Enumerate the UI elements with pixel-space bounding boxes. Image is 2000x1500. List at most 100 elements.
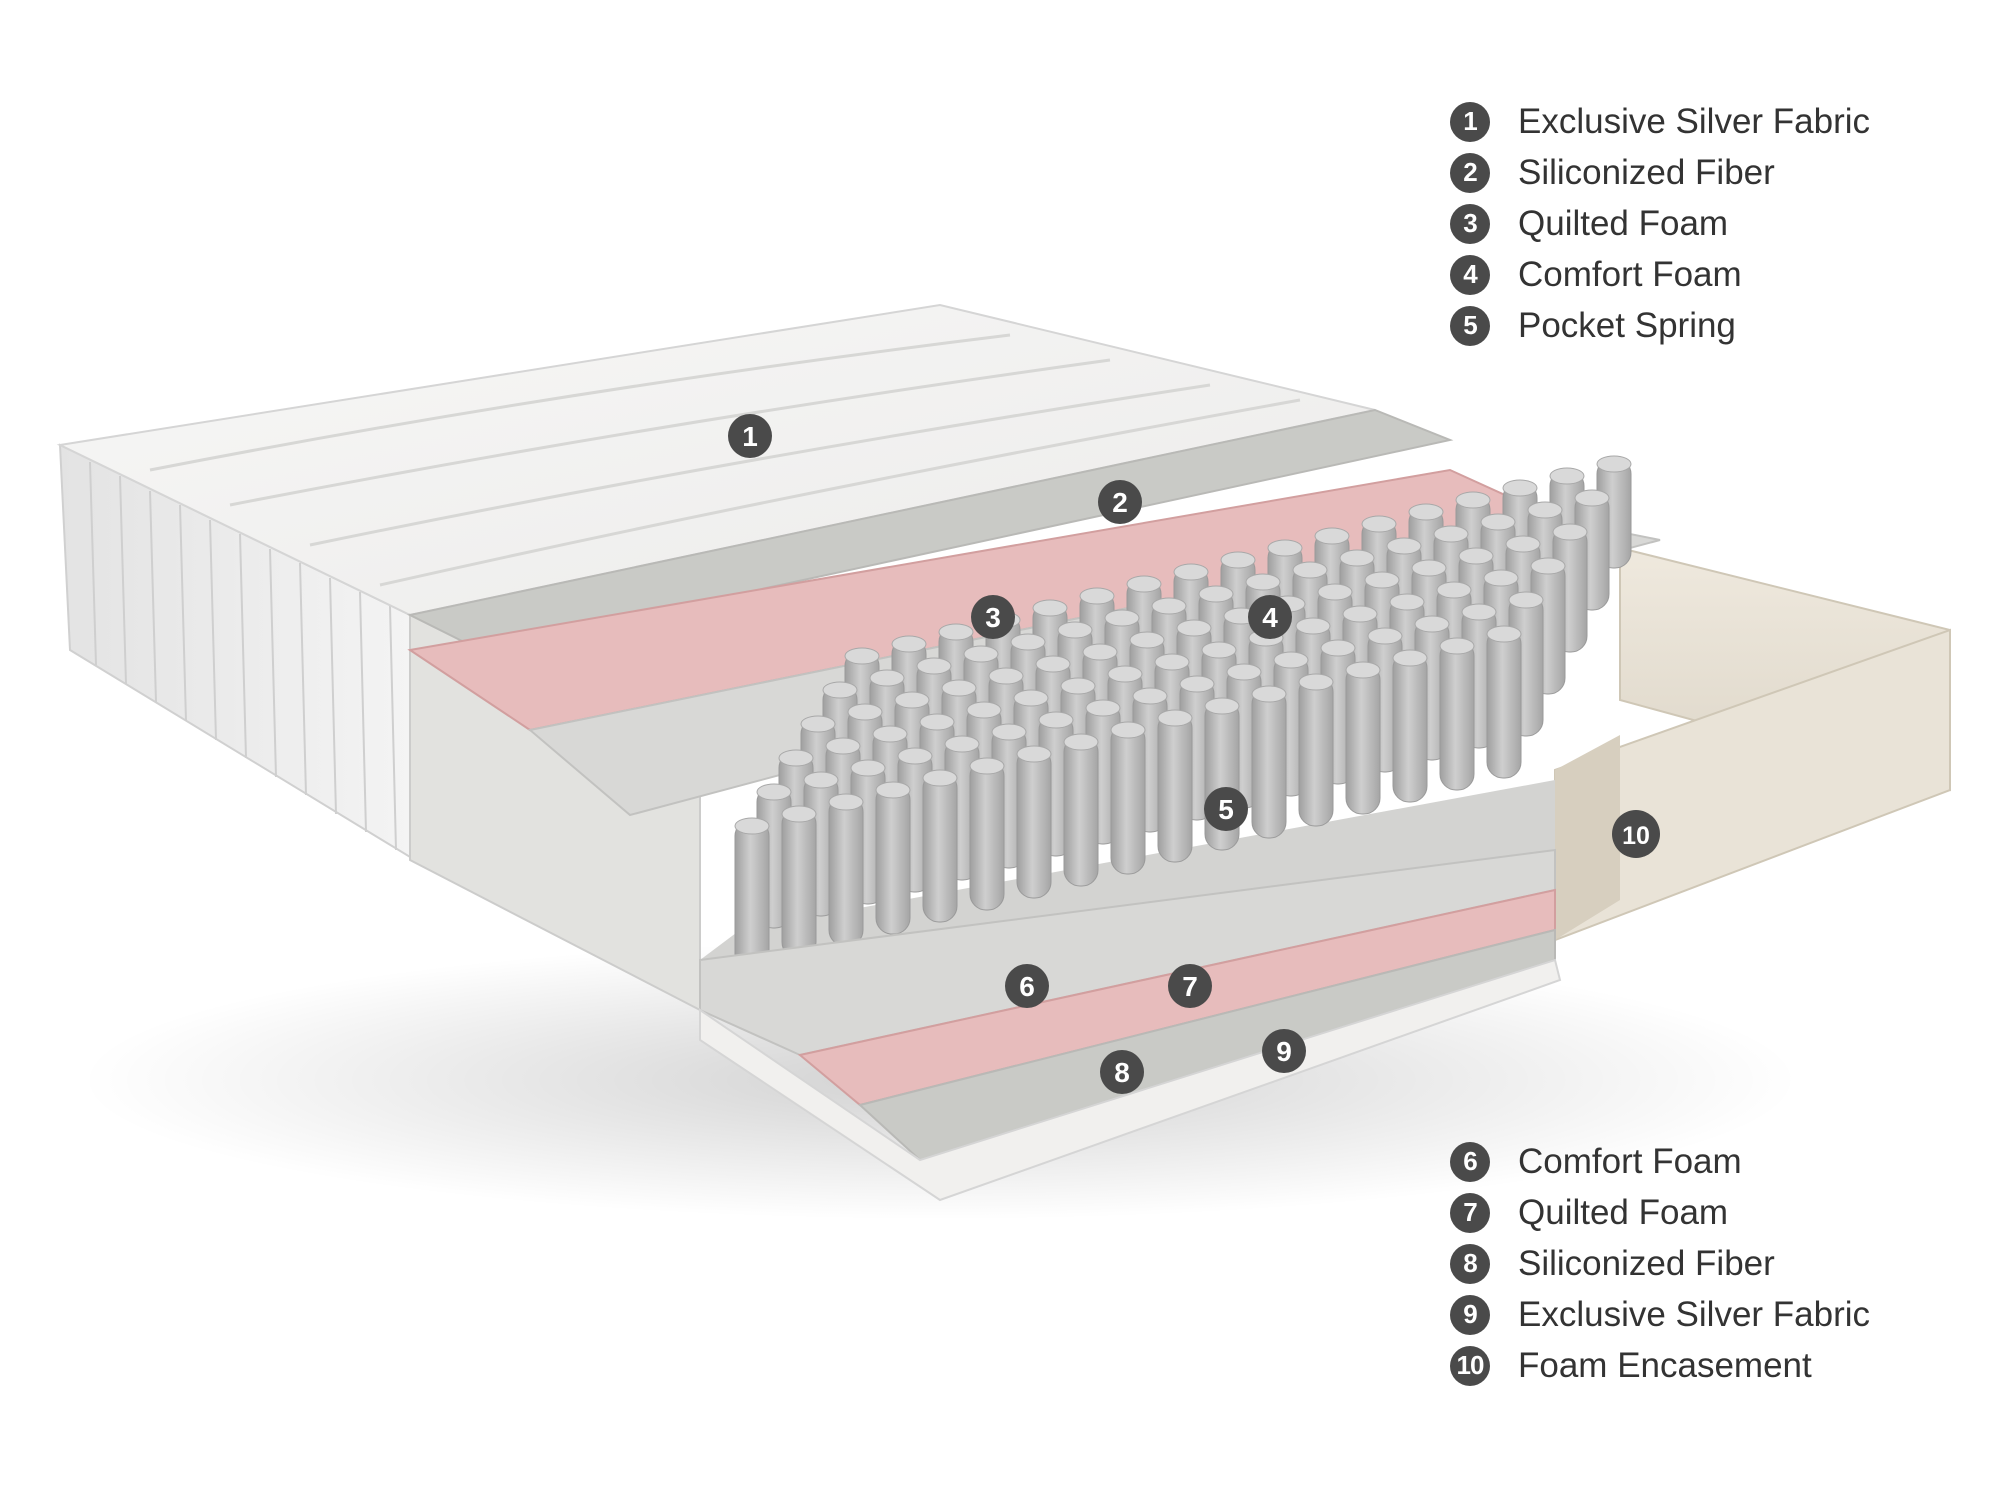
pocket-spring-cap: [1013, 689, 1049, 707]
legend-label: Exclusive Silver Fabric: [1518, 1294, 1871, 1334]
pocket-spring-cap: [1314, 527, 1350, 545]
legend-label: Quilted Foam: [1518, 203, 1729, 243]
legend-item: 8 Siliconized Fiber: [1450, 1238, 1970, 1289]
pocket-spring-cap: [1245, 573, 1281, 591]
pocket-spring-cap: [1198, 585, 1234, 603]
pocket-spring-cap: [1574, 489, 1610, 507]
svg-text:8: 8: [1114, 1057, 1130, 1088]
pocket-spring-cap: [1201, 641, 1237, 659]
pocket-spring-cap: [1527, 501, 1563, 519]
pocket-spring-cap: [1508, 591, 1544, 609]
pocket-spring-cap: [916, 657, 952, 675]
pocket-spring-cap: [1104, 609, 1140, 627]
pocket-spring-cap: [1596, 455, 1632, 473]
pocket-spring-cap: [1439, 637, 1475, 655]
pocket-spring-cap: [1295, 617, 1331, 635]
diagram-badges: 1 2 3 4 5 6 7 8 9 10: [728, 414, 1660, 1094]
pocket-spring-cap: [1154, 653, 1190, 671]
pocket-spring-coil: [781, 807, 817, 959]
legend-number-badge: 2: [1450, 152, 1490, 193]
pocket-spring-cap: [1079, 587, 1115, 605]
pocket-spring-cap: [847, 703, 883, 721]
legend-item: 9 Exclusive Silver Fabric: [1450, 1289, 1970, 1340]
mattress-side-panel: [58, 443, 417, 862]
badge-5: 5: [1204, 787, 1248, 831]
pocket-spring-cap: [897, 747, 933, 765]
pocket-spring-coil: [1251, 687, 1287, 839]
pocket-spring-cap: [875, 781, 911, 799]
badge-6: 6: [1005, 964, 1049, 1008]
legend-label: Foam Encasement: [1518, 1345, 1812, 1385]
pocket-spring-cap: [1085, 699, 1121, 717]
pocket-spring-cap: [1298, 673, 1334, 691]
pocket-spring-cap: [1035, 655, 1071, 673]
pocket-spring-cap: [869, 669, 905, 687]
pocket-spring-cap: [1267, 539, 1303, 557]
pocket-spring-coil: [1157, 711, 1193, 863]
pocket-spring-cap: [1455, 491, 1491, 509]
pocket-spring-cap: [1502, 479, 1538, 497]
pocket-spring-cap: [1107, 665, 1143, 683]
pocket-spring-coil: [1345, 663, 1381, 815]
legend-item: 1 Exclusive Silver Fabric: [1450, 96, 1970, 147]
legend-item: 7 Quilted Foam: [1450, 1187, 1970, 1238]
pocket-spring-cap: [1151, 597, 1187, 615]
pocket-spring-cap: [1505, 535, 1541, 553]
layer-silver-fabric-bottom: [699, 958, 1562, 1202]
pocket-spring-cap: [1345, 661, 1381, 679]
pocket-spring-cap: [1389, 593, 1425, 611]
legend-item: 10 Foam Encasement: [1450, 1340, 1970, 1391]
pocket-spring-cap: [872, 725, 908, 743]
pocket-spring-cap: [1063, 733, 1099, 751]
pocket-spring-coil: [969, 759, 1005, 911]
legend-label: Quilted Foam: [1518, 1192, 1729, 1232]
legend-item: 5 Pocket Spring: [1450, 300, 1970, 351]
pocket-spring-cap: [1204, 697, 1240, 715]
pocket-spring-cap: [844, 647, 880, 665]
pocket-spring-cap: [800, 715, 836, 733]
pocket-spring-cap: [1110, 721, 1146, 739]
pocket-spring-coil: [875, 783, 911, 935]
pocket-spring-cap: [1320, 639, 1356, 657]
pocket-spring-cap: [1461, 603, 1497, 621]
legend-number-badge: 7: [1450, 1192, 1490, 1233]
legend-number-badge: 1: [1450, 101, 1490, 142]
badge-10: 10: [1612, 810, 1660, 858]
legend-label: Comfort Foam: [1518, 254, 1742, 294]
pocket-spring-cap: [1273, 651, 1309, 669]
pocket-spring-cap: [803, 771, 839, 789]
pocket-spring-cap: [1226, 663, 1262, 681]
pocket-spring-cap: [1483, 569, 1519, 587]
pocket-spring-cap: [778, 749, 814, 767]
pocket-spring-cap: [1157, 709, 1193, 727]
pocket-spring-cap: [1552, 523, 1588, 541]
pocket-spring-cap: [919, 713, 955, 731]
pocket-spring-cap: [1126, 575, 1162, 593]
badge-4: 4: [1248, 595, 1292, 639]
pocket-spring-cap: [1129, 631, 1165, 649]
pocket-spring-coil: [1298, 675, 1334, 827]
pocket-spring-cap: [1433, 525, 1469, 543]
badge-7: 7: [1168, 964, 1212, 1008]
pocket-spring-cap: [1458, 547, 1494, 565]
badge-9: 9: [1262, 1029, 1306, 1073]
pocket-spring-cap: [822, 681, 858, 699]
pocket-spring-coil: [1016, 747, 1052, 899]
pocket-spring-cap: [1549, 467, 1585, 485]
pocket-spring-cap: [963, 645, 999, 663]
pocket-spring-coil: [1486, 627, 1522, 779]
pocket-spring-coil: [922, 771, 958, 923]
legend-label: Exclusive Silver Fabric: [1518, 101, 1871, 141]
legend-top: 1 Exclusive Silver Fabric 2 Siliconized …: [1450, 96, 1970, 351]
svg-text:4: 4: [1262, 602, 1278, 633]
legend-number-badge: 8: [1450, 1243, 1490, 1284]
pocket-spring-cap: [1392, 649, 1428, 667]
pocket-spring-cap: [991, 723, 1027, 741]
pocket-spring-cap: [1173, 563, 1209, 581]
svg-text:6: 6: [1019, 971, 1035, 1002]
pocket-spring-cap: [1317, 583, 1353, 601]
legend-number-badge: 10: [1450, 1345, 1490, 1386]
badge-3: 3: [971, 595, 1015, 639]
pocket-spring-cap: [1251, 685, 1287, 703]
legend-number-badge: 4: [1450, 254, 1490, 295]
